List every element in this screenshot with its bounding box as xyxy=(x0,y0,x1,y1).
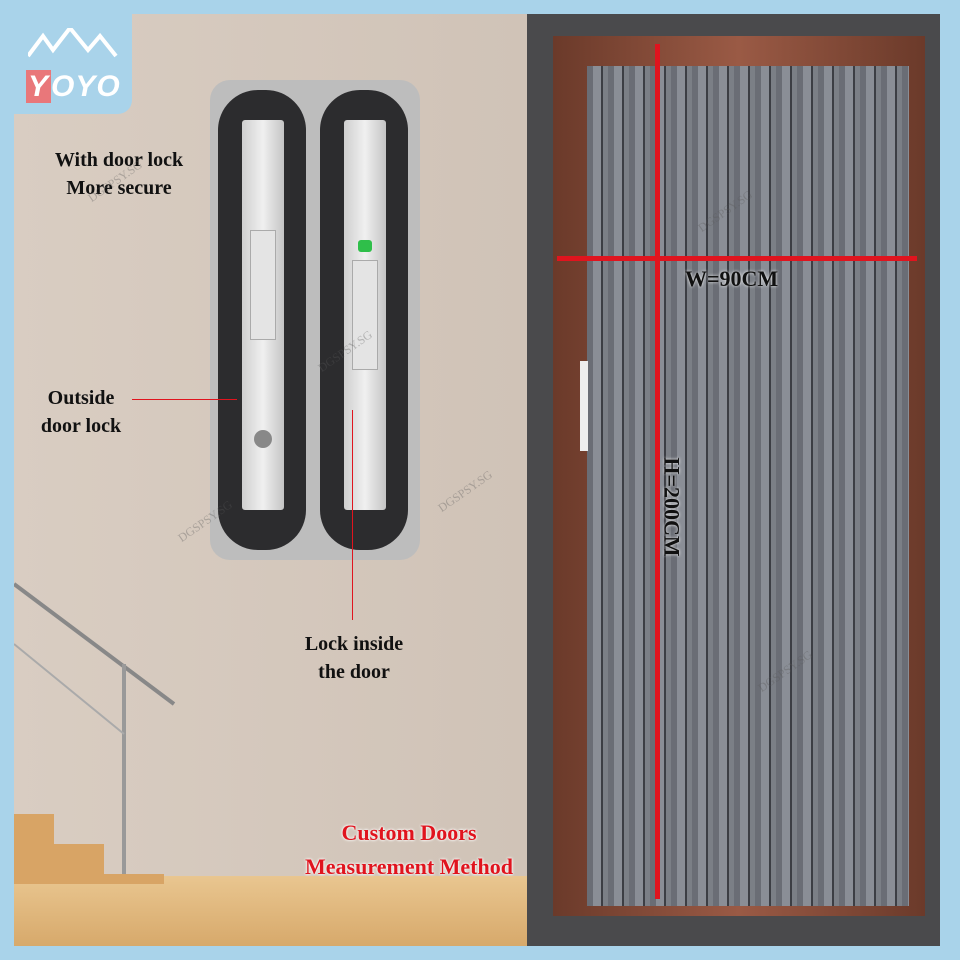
lock-closeup xyxy=(210,80,420,560)
brand-logo: YOYO xyxy=(14,14,132,114)
door-panel: W=90CM H=200CM xyxy=(527,14,940,946)
width-arrow xyxy=(557,256,917,261)
custom-line1: Custom Doors xyxy=(341,820,477,845)
inside-line2: the door xyxy=(318,661,390,683)
inside-lock-label: Lock inside the door xyxy=(274,630,434,686)
height-arrow xyxy=(655,44,660,899)
custom-line2: Measurement Method xyxy=(305,854,513,879)
door-frame xyxy=(553,36,925,916)
inside-pointer xyxy=(352,410,353,620)
lock-title-line2: More secure xyxy=(66,177,172,199)
lock-title: With door lock More secure xyxy=(14,146,224,202)
brand-name: YOYO xyxy=(26,70,121,103)
watermark: DGSPSY.SG xyxy=(435,467,495,515)
house-roof-icon xyxy=(28,28,118,58)
outside-pointer xyxy=(132,399,237,400)
custom-note: Custom Doors Measurement Method xyxy=(284,816,534,884)
outside-line1: Outside xyxy=(47,387,115,409)
outside-lock-bar xyxy=(218,90,306,550)
lock-title-line1: With door lock xyxy=(54,149,184,171)
inside-handle xyxy=(344,120,386,510)
width-label: W=90CM xyxy=(685,266,779,291)
keyhole-icon xyxy=(254,430,272,448)
outside-handle xyxy=(242,120,284,510)
outside-lock-label: Outside door lock xyxy=(16,384,146,440)
inside-lock-bar xyxy=(320,90,408,550)
floor xyxy=(14,876,534,946)
outside-line2: door lock xyxy=(40,415,122,437)
indicator-light xyxy=(358,240,372,252)
height-label: H=200CM xyxy=(659,457,685,557)
door-handle xyxy=(580,361,588,451)
inside-line1: Lock inside xyxy=(304,633,404,655)
pleated-screen xyxy=(587,66,909,906)
product-image: YOYO With door lock More secure Outside … xyxy=(14,14,940,946)
staircase xyxy=(14,582,176,884)
